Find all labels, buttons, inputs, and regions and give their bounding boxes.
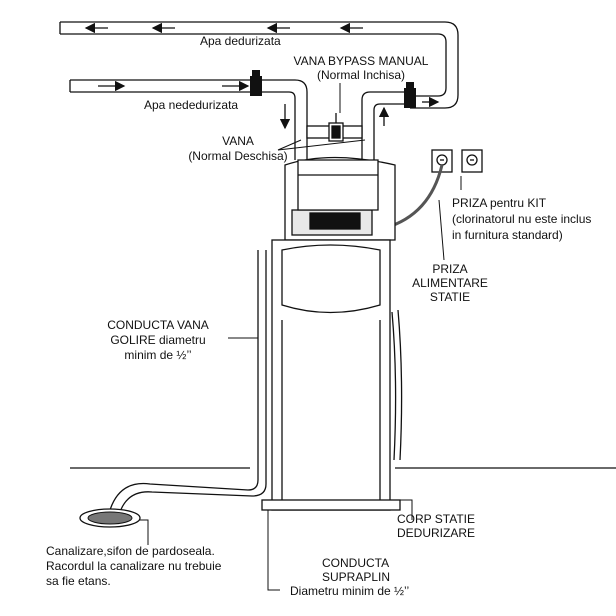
power-socket-label: PRIZA (432, 262, 468, 276)
valve-state: (Normal Deschisa) (188, 149, 288, 163)
power-socket (431, 149, 453, 173)
bypass-valve-label: VANA BYPASS MANUAL (293, 54, 429, 68)
body-label: DEDURIZARE (396, 526, 475, 540)
soft-water-label: Apa dedurizata (200, 34, 281, 48)
overflow-line-label: CONDUCTA (322, 556, 390, 570)
shutoff-valve-inlet (250, 70, 262, 96)
kit-socket-note: (clorinatorul nu este inclus (452, 212, 592, 226)
floor-drain-label: sa fie etans. (46, 574, 111, 588)
drain-line-label: minim de ½’’ (124, 348, 192, 362)
power-socket-label: ALIMENTARE (412, 276, 488, 290)
overflow-line-label: SUPRAPLIN (322, 570, 391, 584)
drain-line-label: CONDUCTA VANA (107, 318, 209, 332)
drain-hose (109, 250, 267, 513)
valve-head (297, 159, 379, 211)
drain-line-label: GOLIRE diametru (110, 333, 206, 347)
kit-socket (461, 149, 483, 173)
floor-drain-label: Racordul la canalizare nu trebuie (46, 559, 222, 573)
body-label: CORP STATIE (396, 512, 475, 526)
hard-water-label: Apa nededurizata (144, 98, 239, 112)
bypass-valve-state: (Normal Inchisa) (316, 68, 406, 82)
bypass-valve (306, 113, 363, 142)
floor-drain (79, 508, 141, 528)
valve-label: VANA (222, 134, 254, 148)
hard-water-pipe (69, 79, 308, 160)
outlet-riser (361, 91, 410, 160)
hard-water-arrows (98, 80, 390, 130)
power-socket-label: STATIE (429, 290, 471, 304)
kit-socket-note: in furnitura standard) (452, 228, 563, 242)
overflow-line-label: Diametru minim de ½’’ (290, 584, 410, 598)
floor-drain-label: Canalizare,sifon de pardoseala. (46, 544, 215, 558)
kit-socket-label: PRIZA pentru KIT (452, 196, 547, 210)
soft-water-arrows (84, 22, 440, 108)
soft-water-pipe (59, 21, 459, 109)
overflow-hose (391, 309, 403, 461)
shutoff-valve-outlet (404, 82, 416, 108)
